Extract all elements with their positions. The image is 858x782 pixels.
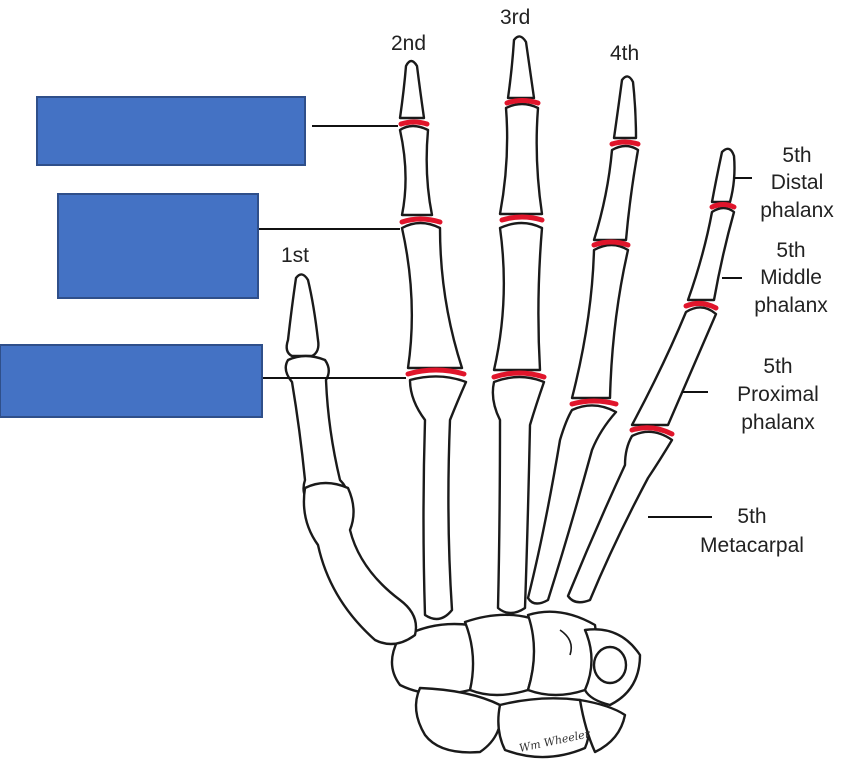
thumb-bones [286,274,416,644]
label-third-digit: 3rd [500,6,530,29]
carpal-bones [392,612,640,757]
label-middle-phalanx-line3: phalanx [754,294,828,317]
answer-box-middle[interactable] [58,194,258,298]
second-digit-bones [400,61,466,619]
label-metacarpal-line1: 5th [737,505,766,528]
third-digit-bones [493,36,544,613]
label-second-digit: 2nd [391,32,426,55]
answer-box-top[interactable] [37,97,305,165]
label-metacarpal-line2: Metacarpal [700,534,804,557]
label-distal-phalanx-line2: Distal [771,171,824,194]
label-first-digit: 1st [281,244,309,267]
label-fourth-digit: 4th [610,42,639,65]
label-middle-phalanx-line2: Middle [760,266,822,289]
label-middle-phalanx-line1: 5th [776,239,805,262]
answer-box-bottom[interactable] [0,345,262,417]
label-proximal-phalanx-line2: Proximal [737,383,819,406]
label-distal-phalanx-line1: 5th [782,144,811,167]
label-proximal-phalanx-line1: 5th [763,355,792,378]
label-proximal-phalanx-line3: phalanx [741,411,815,434]
label-distal-phalanx-line3: phalanx [760,199,834,222]
